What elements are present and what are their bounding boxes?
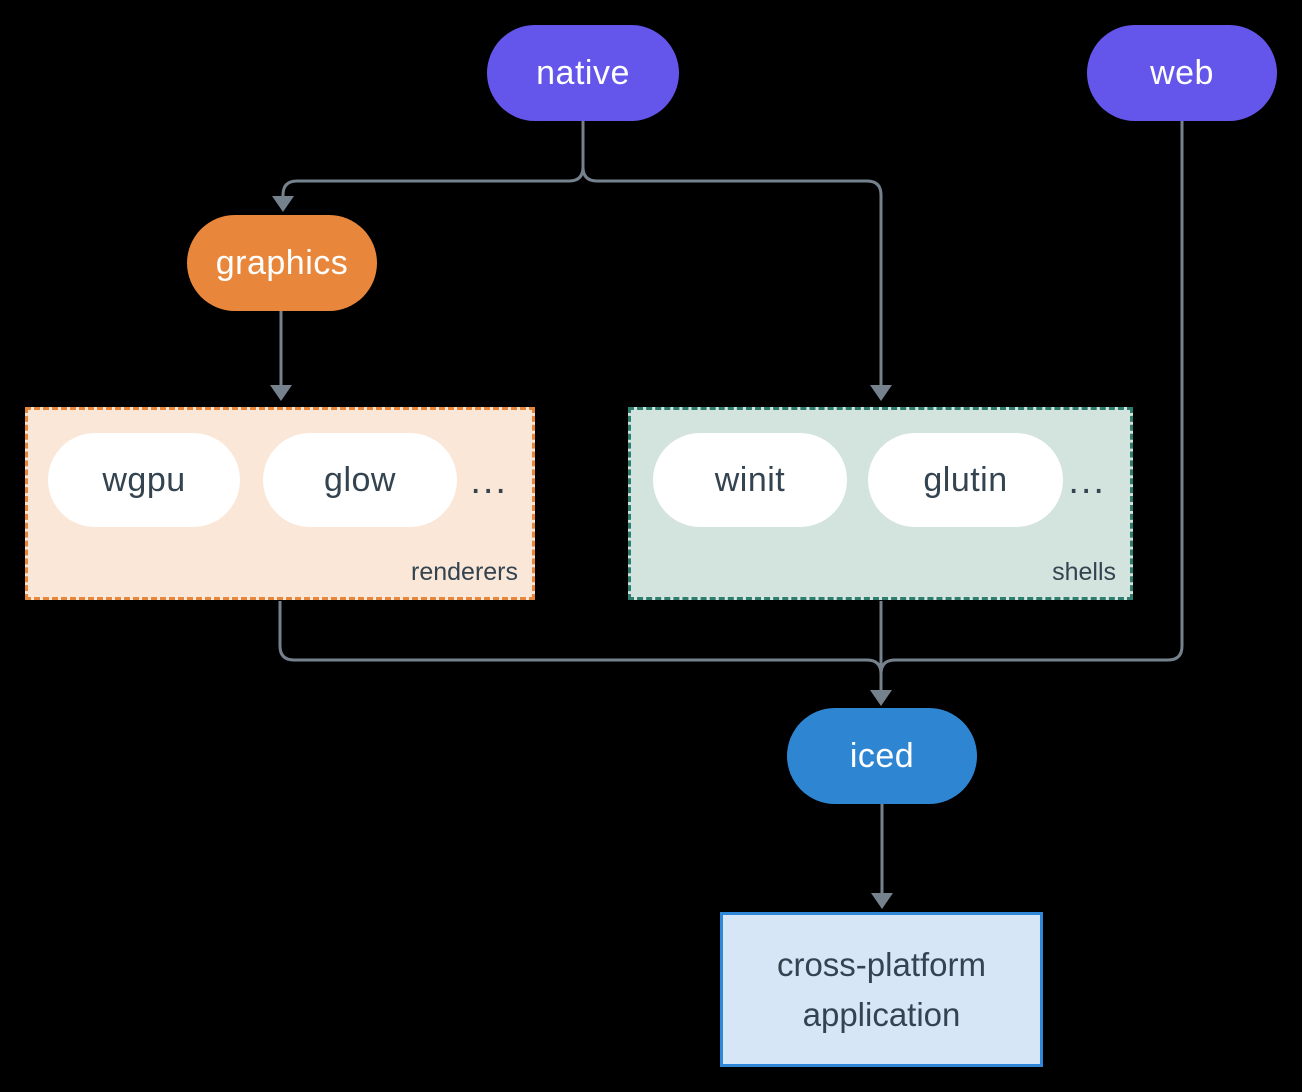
node-native: native — [487, 25, 679, 121]
arrowhead-graphics — [272, 196, 294, 212]
node-glutin: glutin — [868, 433, 1063, 527]
node-web: web — [1087, 25, 1277, 121]
shells-group-label: shells — [1052, 558, 1116, 586]
node-winit-label: winit — [714, 460, 786, 499]
node-glutin-label: glutin — [923, 460, 1008, 499]
node-winit: winit — [653, 433, 847, 527]
renderers-group-label: renderers — [411, 558, 518, 586]
node-glow-label: glow — [324, 460, 396, 499]
edge-renderers-iced — [278, 601, 883, 675]
node-wgpu: wgpu — [48, 433, 240, 527]
node-iced-label: iced — [849, 736, 915, 775]
node-native-label: native — [536, 53, 630, 92]
edge-native-graphics — [281, 121, 585, 197]
edge-native-shells — [581, 121, 883, 385]
node-iced: iced — [787, 708, 977, 804]
arrowhead-shells — [870, 385, 892, 401]
node-application: cross-platform application — [720, 912, 1043, 1067]
node-web-label: web — [1150, 53, 1214, 92]
renderers-ellipsis: ... — [470, 460, 508, 502]
node-application-label-line1: cross-platform — [776, 946, 987, 983]
node-glow: glow — [263, 433, 457, 527]
group-shells: winit glutin ... shells — [628, 407, 1133, 600]
shells-ellipsis: ... — [1068, 460, 1106, 502]
group-renderers: wgpu glow ... renderers — [25, 407, 535, 600]
node-wgpu-label: wgpu — [102, 460, 186, 499]
node-graphics: graphics — [187, 215, 377, 311]
arrowhead-application — [871, 893, 893, 909]
edge-web-iced — [879, 121, 1184, 675]
node-graphics-label: graphics — [215, 243, 349, 282]
arrowhead-iced — [870, 690, 892, 706]
arrowhead-renderers — [270, 385, 292, 401]
node-application-label-line2: application — [802, 995, 961, 1033]
